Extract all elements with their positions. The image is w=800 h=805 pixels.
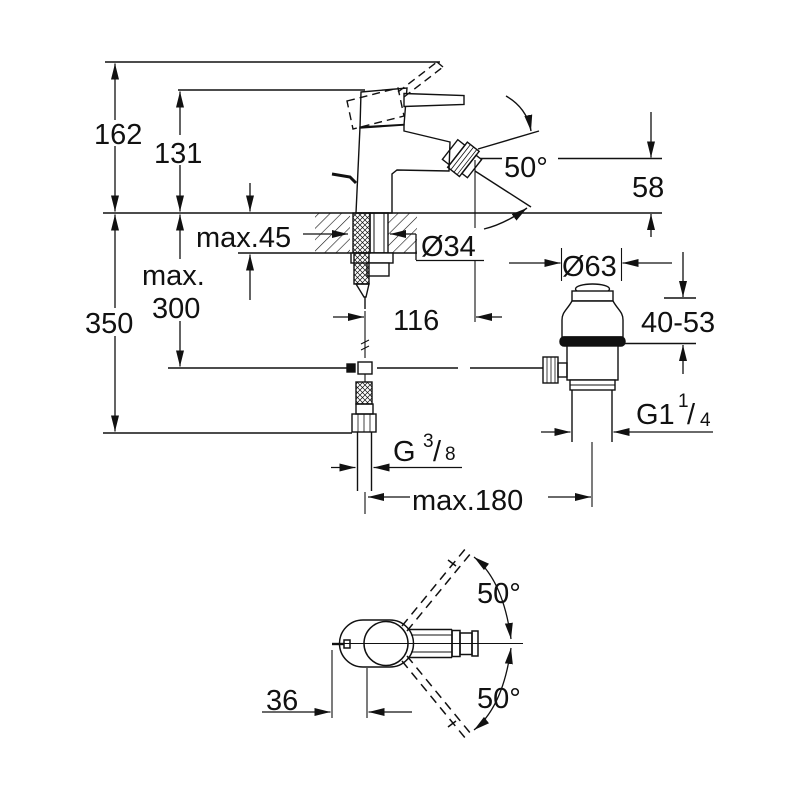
svg-text:/: / [687,399,696,431]
popup-waste [542,283,626,442]
dim-label-swivel-down: 50° [477,683,521,715]
popup-knob-lever [331,172,358,185]
svg-text:1: 1 [678,391,689,412]
popup-rod-tee [357,361,373,375]
handle-lever [403,92,465,108]
aerator [441,138,483,179]
dim-label-body-height: 131 [154,138,202,170]
dim-label-aerator-angle: 50° [504,152,548,184]
waste-adjust-knob [542,356,559,384]
svg-text:3: 3 [423,431,434,452]
svg-text:G: G [393,436,416,468]
swivel-positions-dashed [401,547,472,740]
flex-hose-upper [352,212,371,254]
dim-label-deck-thickness: max.45 [196,222,291,254]
dim-label-spout-reach: 116 [393,305,439,337]
mounting-nut [366,262,390,277]
offset-dimension [262,650,412,718]
dim-label-hole-diameter: Ø34 [421,231,476,263]
body-outline [355,123,451,214]
dim-label-waste-thread: G1 1 / 4 [636,391,711,431]
faucet-body [331,61,483,214]
dim-label-supply-thread: G 3 / 8 [393,431,456,468]
dim-label-below-deck-total: 350 [85,308,133,340]
spout-top-view [408,628,479,659]
side-view-labels: 162 131 max.45 Ø34 max. 300 350 116 50° … [85,119,715,517]
dim-label-handle-offset: 36 [266,685,298,717]
hose-tip [354,283,370,298]
threaded-shank [369,212,389,254]
handle-knob-circle [363,620,409,667]
aerator-swivel-indicator [474,95,540,230]
handle-raised-dashed [346,61,444,130]
svg-text:8: 8 [445,444,456,465]
swivel-angle-arcs [473,556,513,731]
hose-connector-upper [355,403,374,415]
svg-text:4: 4 [700,410,711,431]
dim-label-waste-distance: max.180 [412,485,523,517]
waste-seal-ring [559,336,626,347]
svg-text:/: / [433,436,442,468]
dim-label-hose-300: 300 [152,293,200,325]
svg-text:G1: G1 [636,399,675,431]
dimension-lines [111,63,713,501]
top-view-labels: 50° 50° 36 [266,578,521,717]
dim-label-hose-max: max. [142,260,205,292]
dim-label-waste-diameter: Ø63 [562,251,617,283]
dim-label-waste-height-range: 40-53 [641,307,715,339]
side-view [103,61,713,514]
dim-label-spout-height: 58 [632,172,664,204]
dim-label-swivel-up: 50° [477,578,521,610]
dim-label-overall-height: 162 [94,119,142,151]
top-view [262,547,523,740]
shank-and-hose [346,212,394,491]
